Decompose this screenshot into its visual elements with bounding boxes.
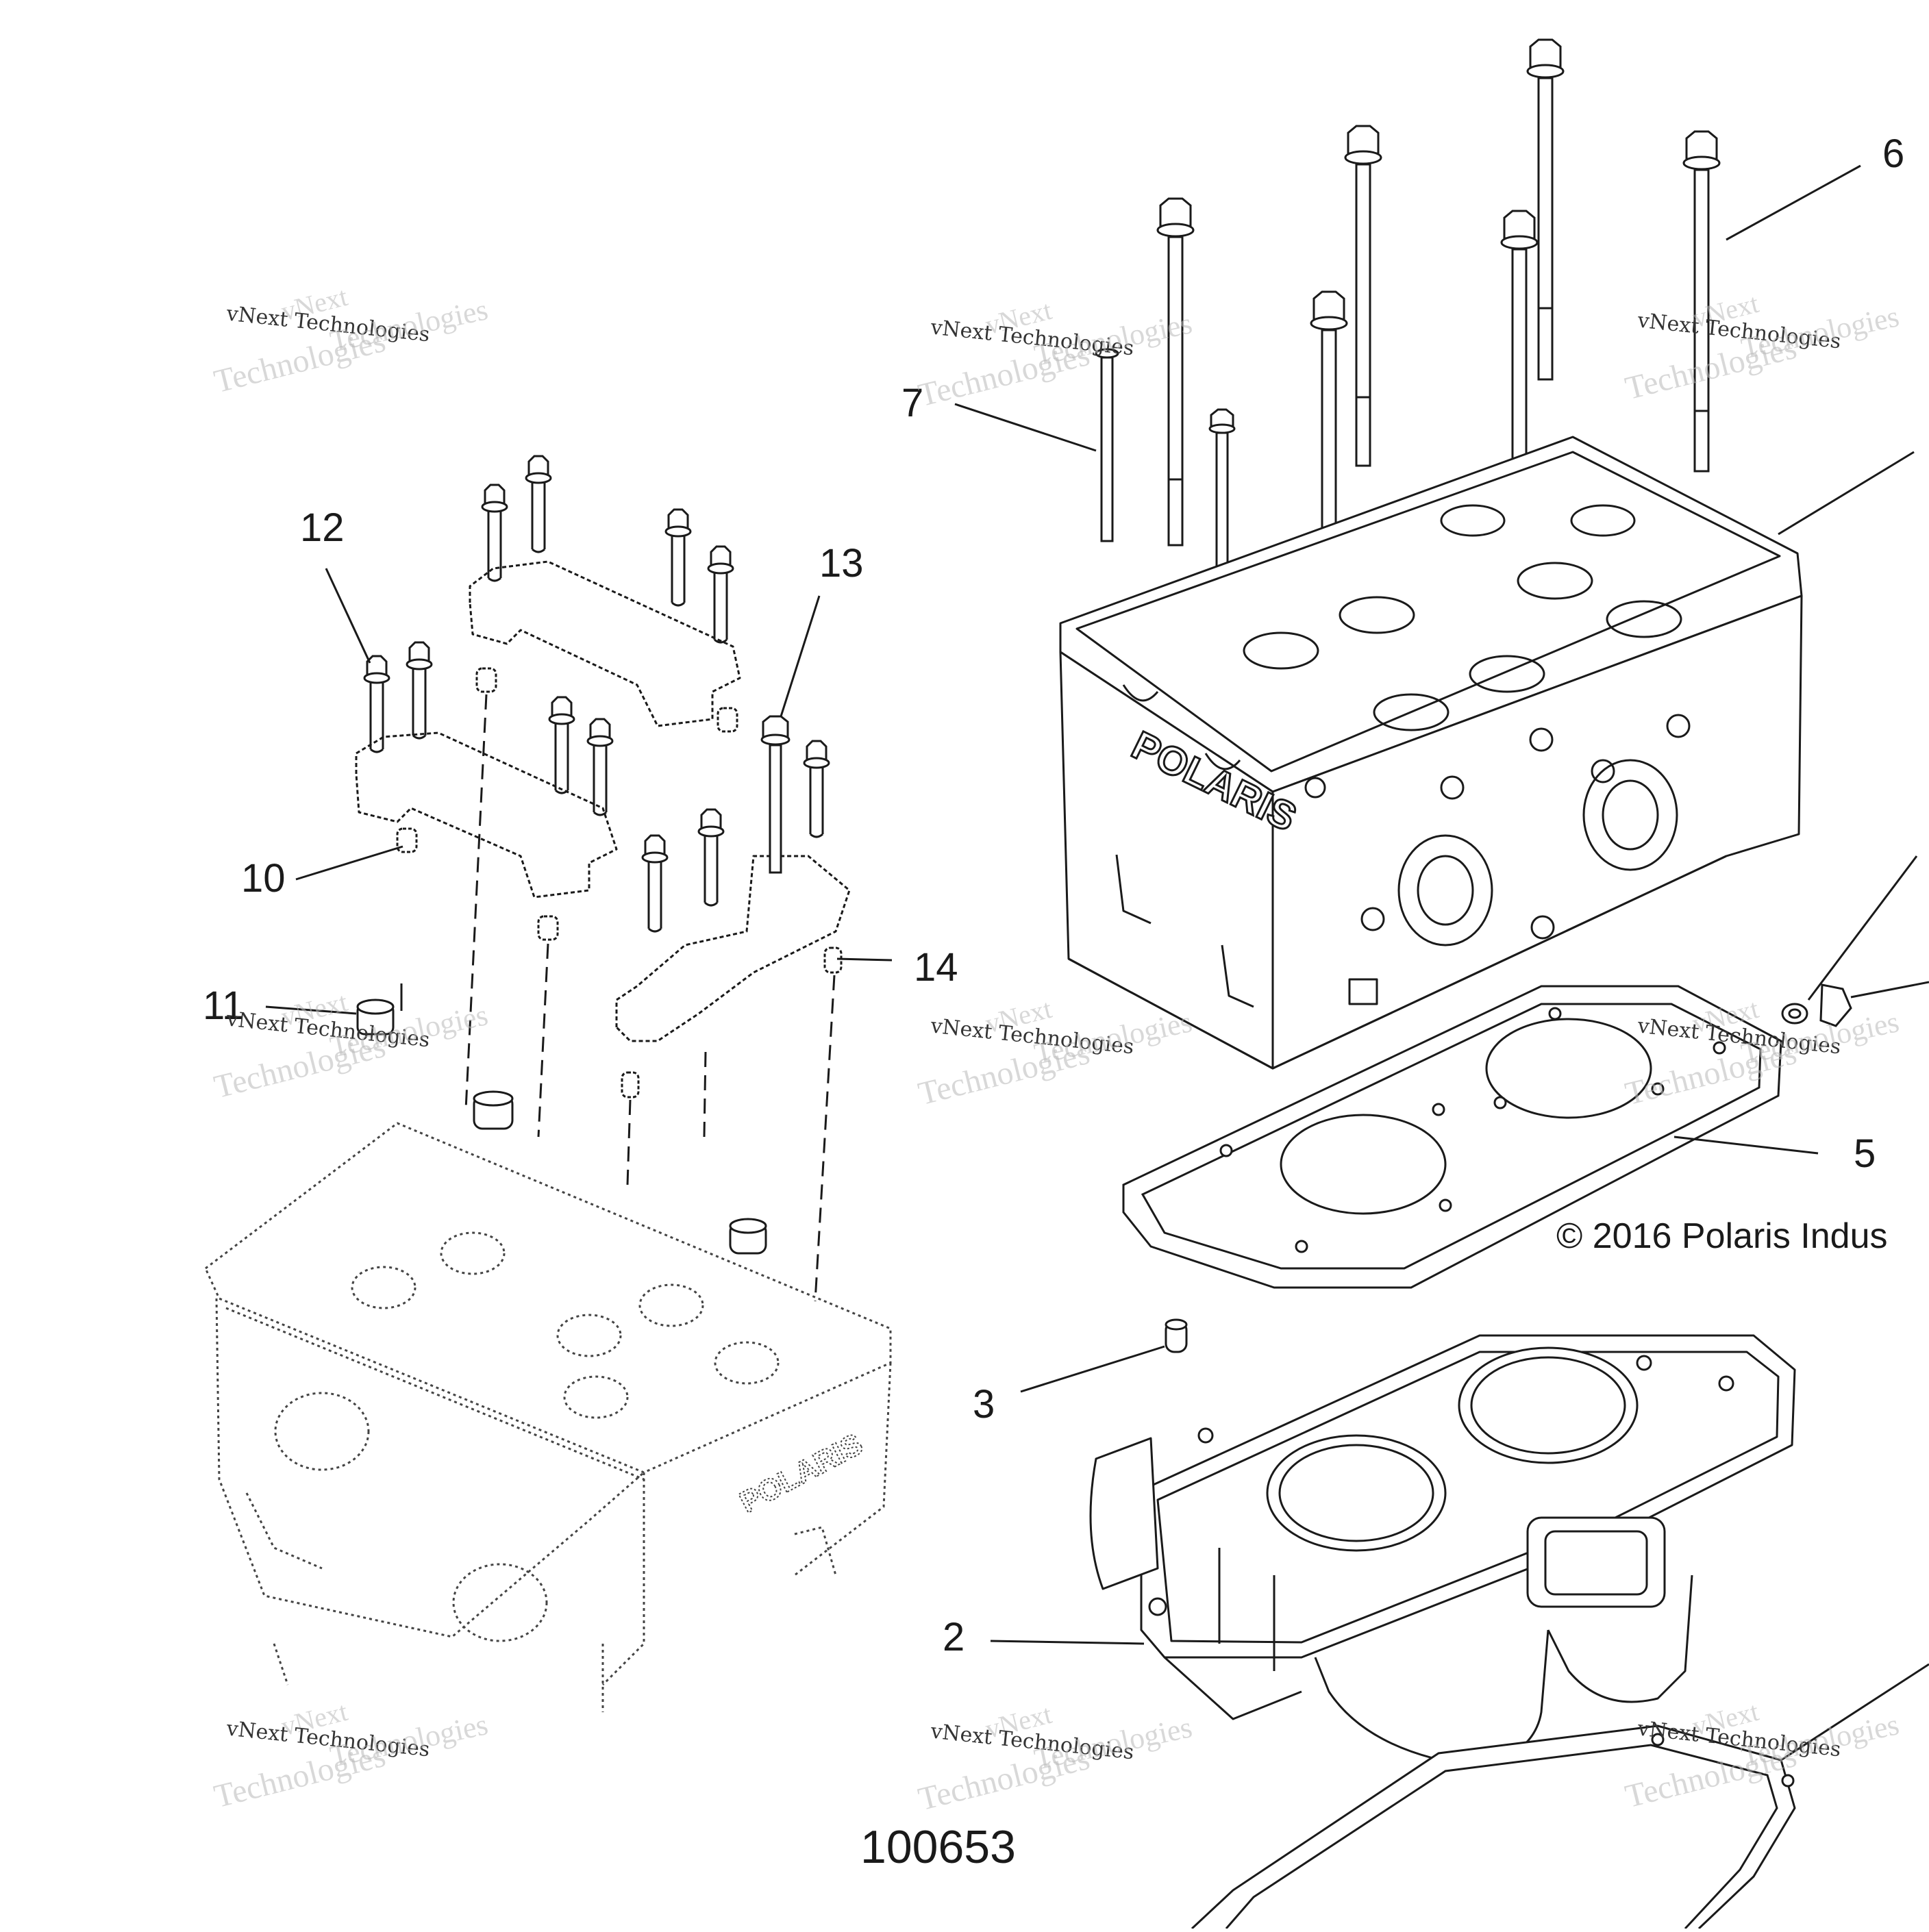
callout-10: 10	[241, 856, 286, 901]
head-bolt-d	[1682, 130, 1721, 473]
diagram-number: 100653	[860, 1821, 1016, 1873]
callout-12: 12	[300, 505, 345, 550]
callout-7: 7	[901, 381, 924, 425]
copyright-notice: © 2016 Polaris Indus	[1556, 1216, 1888, 1256]
ref-bushings	[473, 1090, 767, 1255]
long-bolt-13	[760, 715, 791, 874]
head-bolts	[1095, 38, 1721, 619]
callout-3: 3	[973, 1382, 995, 1427]
head-bolt-a	[1156, 197, 1195, 547]
washer-and-screw	[1781, 981, 1929, 1027]
cylinder-head	[1059, 436, 1803, 1070]
head-bolt-c	[1526, 38, 1565, 381]
leader-lines	[265, 164, 1929, 1761]
alignment-lines	[464, 694, 836, 1302]
callout-2: 2	[943, 1615, 965, 1659]
polaris-logo-reference: POLARIS	[734, 1427, 869, 1520]
head-bolt-b	[1344, 125, 1382, 467]
callout-11: 11	[203, 983, 245, 1028]
dowels-left	[396, 667, 843, 1099]
dowel-pin-3	[1165, 1318, 1188, 1353]
callout-14: 14	[914, 945, 958, 990]
reference-cylinder-head	[204, 1122, 892, 1712]
callout-13: 13	[819, 541, 864, 586]
base-gasket	[1191, 1724, 1796, 1930]
head-gasket	[1122, 985, 1782, 1289]
bushing-11	[356, 983, 403, 1036]
callout-6: 6	[1882, 131, 1905, 176]
small-bolt-7	[1095, 348, 1119, 542]
cylinder-block	[1089, 1334, 1796, 1768]
cam-caps-upper	[355, 560, 851, 1042]
callout-5: 5	[1854, 1131, 1876, 1176]
